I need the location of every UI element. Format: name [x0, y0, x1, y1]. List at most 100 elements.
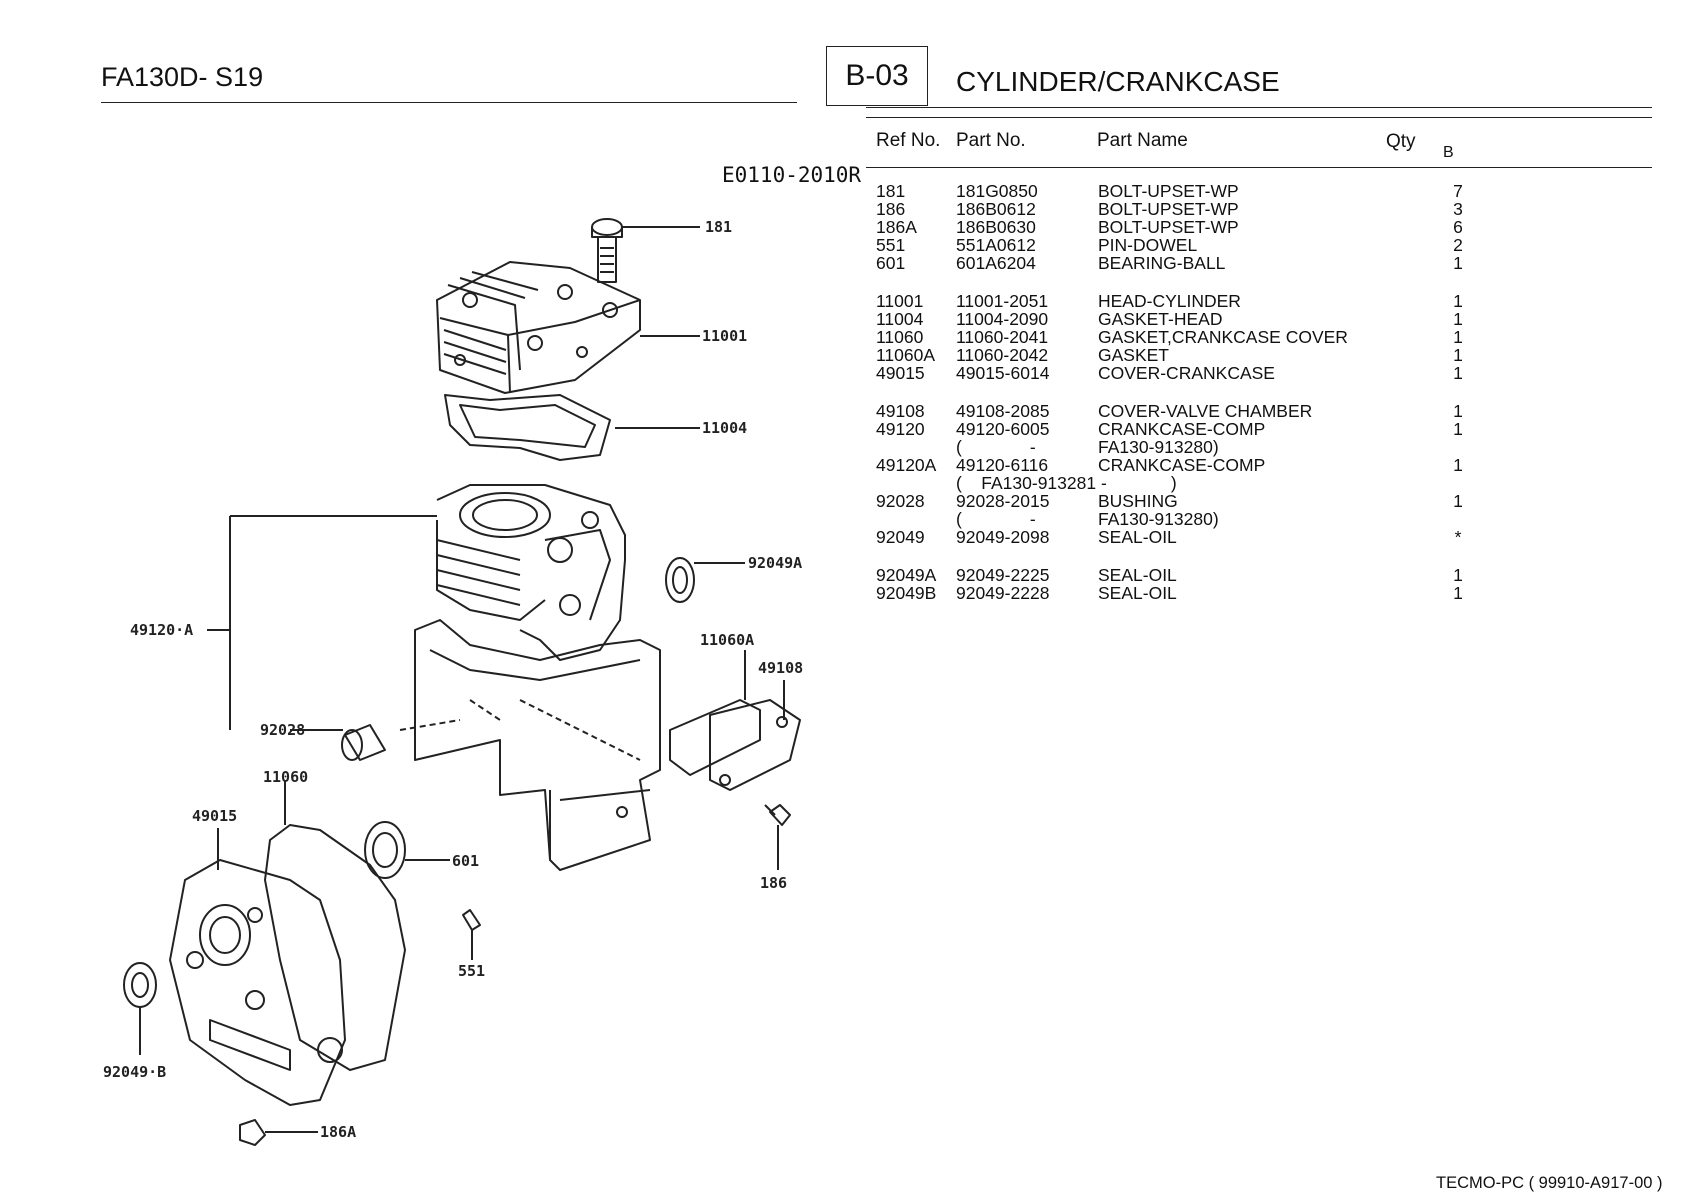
cell-part: 11060-2042: [956, 345, 1049, 365]
exploded-parts-diagram: 181 11001 11004 92049A 49120·A 11060A 49…: [103, 218, 803, 1146]
callout-label: 181: [705, 218, 732, 236]
column-header-rule: [866, 167, 1652, 168]
cell-name: GASKET-HEAD: [1098, 309, 1223, 329]
cell-name: FA130-913280): [1098, 437, 1219, 457]
title-underline: [101, 102, 797, 103]
cell-part: 49015-6014: [956, 363, 1050, 383]
cell-qty: 1: [1453, 565, 1463, 585]
parts-row: 186A 186B0630 BOLT-UPSET-WP 6: [866, 218, 1666, 237]
cell-name: FA130-913280): [1098, 509, 1219, 529]
cell-qty: 6: [1453, 217, 1463, 237]
parts-row: 11004 11004-2090 GASKET-HEAD 1: [866, 310, 1666, 329]
cell-part: 601A6204: [956, 253, 1036, 273]
bolt-186-drawing: [764, 804, 791, 870]
cell-qty: 1: [1453, 491, 1463, 511]
valve-chamber-cover-drawing: [669, 650, 801, 791]
cell-name: SEAL-OIL: [1098, 527, 1177, 547]
cell-part: 49108-2085: [956, 401, 1050, 421]
cell-ref: 92028: [876, 491, 925, 511]
col-header-part: Part No.: [956, 130, 1026, 151]
parts-row: 49120 49120-6005 CRANKCASE-COMP 1: [866, 420, 1666, 439]
header-rule-top: [866, 107, 1652, 108]
cell-part: 49120-6005: [956, 419, 1050, 439]
cell-name: CRANKCASE-COMP: [1098, 419, 1266, 439]
cell-part: 181G0850: [956, 181, 1038, 201]
cell-name: ): [1098, 473, 1177, 493]
cell-part: 49120-6116: [956, 455, 1049, 475]
cell-name: GASKET: [1098, 345, 1169, 365]
callout-label: 92028: [260, 721, 305, 739]
cell-part: 186B0630: [956, 217, 1036, 237]
cell-qty: 1: [1453, 327, 1463, 347]
cell-name: BUSHING: [1098, 491, 1178, 511]
cell-part: ( -: [956, 437, 1036, 457]
cell-name: COVER-VALVE CHAMBER: [1098, 401, 1313, 421]
parts-row: 92028 92028-2015 BUSHING 1: [866, 492, 1666, 511]
parts-row: ( - FA130-913280): [866, 438, 1666, 457]
crankcase-gasket-drawing: [264, 780, 406, 1071]
callout-label: 11001: [702, 327, 747, 345]
cell-name: BOLT-UPSET-WP: [1098, 199, 1239, 219]
cell-qty: 7: [1453, 181, 1463, 201]
cell-ref: 49108: [876, 401, 925, 421]
cell-ref: 92049A: [876, 565, 937, 585]
cell-part: 11004-2090: [956, 309, 1049, 329]
parts-row: ( - FA130-913280): [866, 510, 1666, 529]
cell-ref: 186: [876, 199, 906, 219]
col-header-qty: Qty: [1386, 131, 1416, 152]
col-header-name: Part Name: [1097, 130, 1188, 151]
cell-ref: 186A: [876, 217, 917, 237]
cell-part: 551A0612: [956, 235, 1036, 255]
catalog-footer: TECMO-PC ( 99910-A917-00 ): [1436, 1174, 1663, 1192]
parts-row: 11001 11001-2051 HEAD-CYLINDER 1: [866, 292, 1666, 311]
cell-part: 11001-2051: [956, 291, 1049, 311]
cell-ref: 551: [876, 235, 906, 255]
cell-qty: 1: [1453, 309, 1463, 329]
cell-ref: 11060A: [876, 345, 936, 365]
cell-ref: 11001: [876, 291, 924, 311]
bolt-186a-drawing: [239, 1119, 318, 1146]
header-rule-bottom: [866, 117, 1652, 118]
cell-part: 92049-2098: [956, 527, 1050, 547]
cell-qty: *: [1454, 527, 1462, 547]
cell-part: ( -: [956, 509, 1036, 529]
cell-ref: 49120: [876, 419, 925, 439]
dowel-pin-drawing: [462, 909, 481, 960]
cell-qty: 1: [1453, 253, 1463, 273]
cell-ref: 601: [876, 253, 906, 273]
cell-qty: 1: [1453, 401, 1463, 421]
cell-part: 92049-2228: [956, 583, 1050, 603]
cell-name: HEAD-CYLINDER: [1098, 291, 1241, 311]
cell-part: ( FA130-913281 -: [956, 473, 1107, 493]
col-header-ref: Ref No.: [876, 130, 941, 151]
callout-label: 601: [452, 852, 479, 870]
cell-ref: 49120A: [876, 455, 937, 475]
cell-ref: 181: [876, 181, 906, 201]
cell-ref: 49015: [876, 363, 925, 383]
cell-name: GASKET,CRANKCASE COVER: [1098, 327, 1348, 347]
callout-label: 92049A: [748, 554, 802, 572]
callout-label: 49015: [192, 807, 237, 825]
cell-ref: 11060: [876, 327, 924, 347]
callout-label: 49120·A: [130, 621, 193, 639]
cell-part: 92028-2015: [956, 491, 1050, 511]
cell-part: 186B0612: [956, 199, 1036, 219]
bolt-181-drawing: [591, 218, 700, 283]
cell-qty: 1: [1453, 363, 1463, 383]
cell-name: BOLT-UPSET-WP: [1098, 217, 1239, 237]
cell-qty: 1: [1453, 419, 1463, 439]
crankcase-drawing: [207, 484, 661, 871]
cell-ref: 11004: [876, 309, 924, 329]
oil-seal-a-drawing: [665, 557, 745, 603]
cell-qty: 1: [1453, 291, 1463, 311]
cell-name: BOLT-UPSET-WP: [1098, 181, 1239, 201]
cell-name: PIN-DOWEL: [1098, 235, 1198, 255]
cell-name: SEAL-OIL: [1098, 583, 1177, 603]
